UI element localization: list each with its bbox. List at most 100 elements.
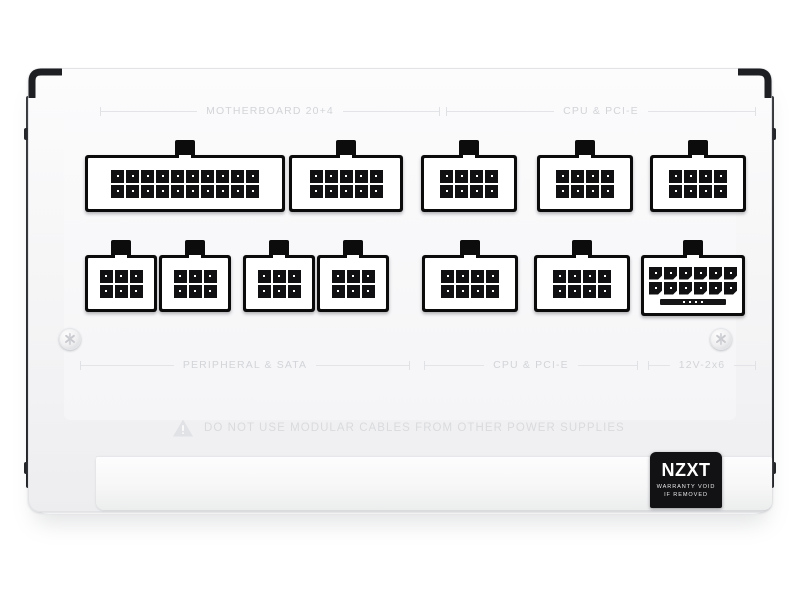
connector-shell xyxy=(159,255,231,312)
group-label-text: CPU & PCI-E xyxy=(493,358,569,371)
connector-pin xyxy=(188,269,202,283)
connector-pin xyxy=(455,184,468,198)
connector-peripheral-sata-6pin-3[interactable] xyxy=(243,240,315,312)
connector-pin xyxy=(287,269,301,283)
label-tick-right xyxy=(439,106,440,116)
connector-pin xyxy=(699,184,712,198)
connector-pin xyxy=(724,266,737,280)
connector-pin xyxy=(486,269,499,283)
group-label-peripheral-sata: PERIPHERAL & SATA xyxy=(80,358,411,372)
connector-pin xyxy=(114,284,128,298)
pin-row xyxy=(91,184,279,198)
connector-latch xyxy=(683,240,703,257)
connector-pin-field xyxy=(425,258,515,309)
connector-pin-field xyxy=(162,258,228,309)
connector-shell xyxy=(422,255,518,312)
connector-pin xyxy=(598,269,611,283)
connector-pin xyxy=(456,284,469,298)
connector-pin xyxy=(272,284,286,298)
connector-pin xyxy=(173,269,187,283)
connector-pin xyxy=(354,169,368,183)
connector-shell xyxy=(534,255,630,312)
connector-pin xyxy=(216,169,229,183)
label-rule-left xyxy=(101,110,198,112)
connector-pin xyxy=(571,184,584,198)
connector-pin xyxy=(171,184,184,198)
connector-pin xyxy=(141,169,154,183)
connector-pin xyxy=(556,184,569,198)
connector-pin xyxy=(441,284,454,298)
connector-pin xyxy=(339,184,353,198)
label-rule-right xyxy=(342,110,439,112)
connector-shell xyxy=(641,255,745,316)
connector-pin xyxy=(669,169,682,183)
label-tick-left xyxy=(80,360,81,370)
connector-pin xyxy=(361,284,375,298)
connector-cpu-pcie-8pin-3[interactable] xyxy=(650,140,746,212)
label-tick-right xyxy=(409,360,411,370)
connector-pin xyxy=(709,266,722,280)
connector-pin xyxy=(568,269,581,283)
pin-row xyxy=(295,169,397,183)
connector-latch xyxy=(336,140,356,157)
connector-pin xyxy=(669,184,682,198)
chassis-rail-right xyxy=(770,96,774,488)
connector-shell xyxy=(289,155,403,212)
connector-key-notch xyxy=(273,255,285,260)
label-tick-right xyxy=(637,360,639,370)
connector-pin xyxy=(714,169,727,183)
connector-pin xyxy=(111,184,124,198)
label-rule-left xyxy=(649,364,670,366)
connector-pin xyxy=(246,184,259,198)
connector-peripheral-sata-6pin-1[interactable] xyxy=(85,240,157,312)
connector-motherboard-20pin[interactable] xyxy=(85,140,285,212)
label-rule-right xyxy=(316,364,410,366)
connector-pin xyxy=(203,269,217,283)
connector-pin xyxy=(216,184,229,198)
connector-pin-field xyxy=(88,258,154,309)
connector-pin xyxy=(309,184,323,198)
connector-pin xyxy=(141,184,154,198)
connector-pin xyxy=(684,184,697,198)
connector-cpu-pcie-8pin-4[interactable] xyxy=(422,240,518,312)
connector-latch xyxy=(688,140,708,157)
pin-row xyxy=(91,269,151,283)
connector-pin xyxy=(129,284,143,298)
label-tick-left xyxy=(648,360,649,370)
connector-pin xyxy=(470,184,483,198)
connector-cpu-pcie-8pin-2[interactable] xyxy=(537,140,633,212)
connector-12v-2x6-connector[interactable] xyxy=(641,240,745,316)
connector-motherboard-10pin[interactable] xyxy=(289,140,403,212)
connector-pin xyxy=(649,266,662,280)
connector-pin xyxy=(714,184,727,198)
pin-row xyxy=(428,269,512,283)
connector-pin xyxy=(126,169,139,183)
connector-peripheral-sata-6pin-4[interactable] xyxy=(317,240,389,312)
pin-row xyxy=(295,184,397,198)
connector-latch xyxy=(185,240,205,257)
connector-key-notch xyxy=(464,255,476,260)
connector-pin xyxy=(309,169,323,183)
connector-pin xyxy=(485,169,498,183)
connector-pin xyxy=(440,184,453,198)
screw-left-middle-icon xyxy=(59,328,81,350)
pin-row xyxy=(656,169,740,183)
connector-pin xyxy=(583,284,596,298)
connector-pin-field xyxy=(653,158,743,209)
connector-key-notch xyxy=(463,155,475,160)
connector-pin xyxy=(679,281,692,295)
connector-cpu-pcie-8pin-1[interactable] xyxy=(421,140,517,212)
chassis-nub-right-bottom xyxy=(768,462,776,474)
connector-pin xyxy=(257,284,271,298)
connector-pin xyxy=(361,269,375,283)
connector-pin xyxy=(664,266,677,280)
connector-cpu-pcie-8pin-5[interactable] xyxy=(534,240,630,312)
group-label-12v-2x6: 12V-2x6 xyxy=(648,358,756,372)
connector-pin xyxy=(231,169,244,183)
connector-pin-field xyxy=(644,258,742,313)
connector-pin xyxy=(203,284,217,298)
connector-peripheral-sata-6pin-2[interactable] xyxy=(159,240,231,312)
connector-pin xyxy=(724,281,737,295)
pin-row xyxy=(91,284,151,298)
